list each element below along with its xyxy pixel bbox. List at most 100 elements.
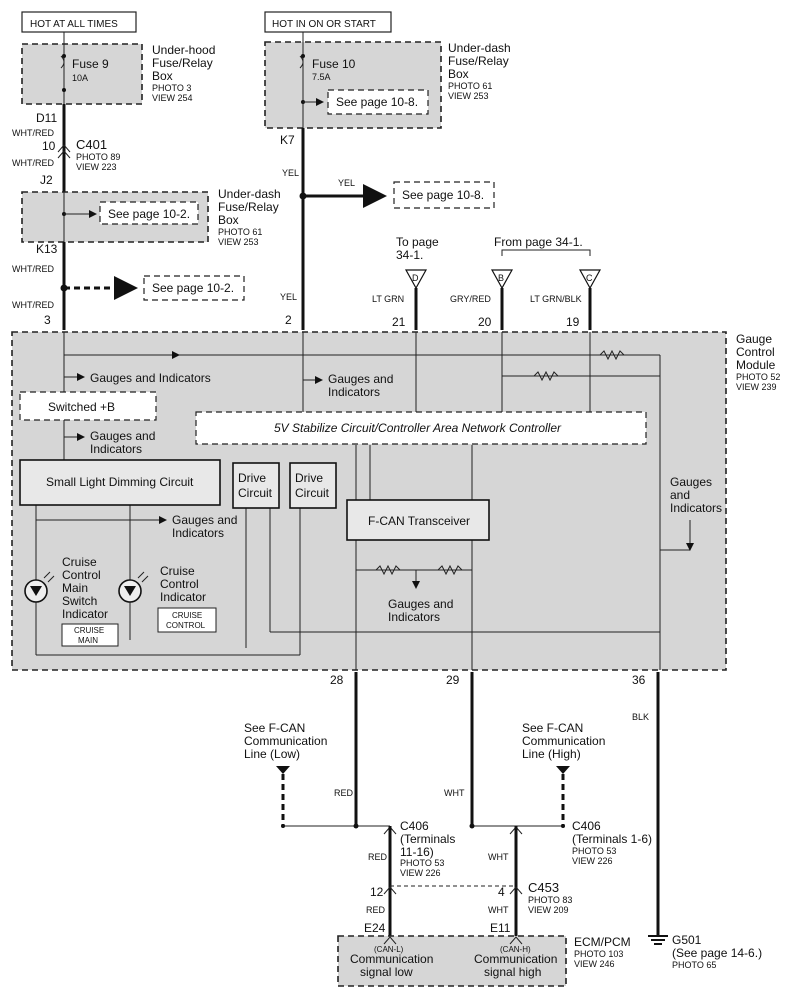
- gcm-title-2: Control: [736, 345, 775, 359]
- gauges-4-line-2: Indicators: [172, 526, 224, 540]
- to-page-line-1: To page: [396, 235, 439, 249]
- fuse9-label: Fuse 9: [72, 57, 109, 71]
- fcan-low-line-2: Communication: [244, 734, 327, 748]
- pin-28: 28: [330, 673, 344, 687]
- wire-gry-red: GRY/RED: [450, 294, 491, 304]
- pin-12: 12: [370, 885, 384, 899]
- wire-wht-3: WHT: [488, 905, 509, 915]
- stabilize-box: [195, 411, 647, 445]
- wire-wht-red-4: WHT/RED: [12, 300, 54, 310]
- cruise-main-line-1: Cruise: [62, 555, 97, 569]
- pin-e24: E24: [364, 921, 386, 935]
- underdash-line-1: Under-dash: [218, 187, 281, 201]
- hot-in-on-label: HOT IN ON OR START: [272, 19, 376, 30]
- pin-21: 21: [392, 315, 406, 329]
- pin-e11: E11: [490, 921, 511, 935]
- fcan-low-line-3: Line (Low): [244, 747, 300, 761]
- connector-d-label: D: [412, 273, 419, 283]
- fcan-high-line-1: See F-CAN: [522, 721, 583, 735]
- fcan-high-line-2: Communication: [522, 734, 605, 748]
- gauges-6-line-3: Indicators: [670, 501, 722, 515]
- stabilize-label: 5V Stabilize Circuit/Controller Area Net…: [274, 421, 562, 435]
- drive-1-line-1: Drive: [238, 471, 266, 485]
- gauges-3-line-2: Indicators: [90, 442, 142, 456]
- underdash-line-2: Fuse/Relay: [218, 200, 279, 214]
- pin-3: 3: [44, 313, 51, 327]
- c406-high-label: C406: [572, 819, 601, 833]
- cruise-ctrl-line-3: Indicator: [160, 590, 206, 604]
- wire-lt-grn: LT GRN: [372, 294, 404, 304]
- cruise-main-badge-2: MAIN: [78, 636, 98, 645]
- underdash-view: VIEW 253: [218, 237, 259, 247]
- resistor-1: [599, 349, 625, 361]
- pin-d11: D11: [36, 111, 57, 125]
- pin-29: 29: [446, 673, 460, 687]
- drive-2-line-1: Drive: [295, 471, 323, 485]
- hot-in-on-box: [264, 11, 392, 33]
- c406-low-view: VIEW 226: [400, 868, 441, 878]
- fuse9-photo: PHOTO 3: [152, 83, 191, 93]
- g501-label: G501: [672, 933, 702, 947]
- ecm-high-line-2: signal high: [484, 965, 541, 979]
- ecm-label: ECM/PCM: [574, 935, 631, 949]
- wire-red-2: RED: [368, 852, 388, 862]
- to-page-line-2: 34-1.: [396, 248, 423, 262]
- dimming-circuit-label: Small Light Dimming Circuit: [46, 475, 194, 489]
- fuse9-box-line-2: Fuse/Relay: [152, 56, 213, 70]
- connector-d-triangle: [404, 269, 428, 290]
- hot-at-all-times-label: HOT AT ALL TIMES: [30, 19, 118, 30]
- c406-low-terms-2: 11-16): [400, 845, 434, 859]
- svg-text:Box: Box: [152, 69, 173, 83]
- wire-wht-1: WHT: [444, 788, 465, 798]
- fuse10-ref: See page 10-8.: [336, 95, 418, 109]
- fuse9-box-line-3: Box: [152, 69, 173, 83]
- hot-at-all-times-box: [21, 11, 137, 33]
- underdash-ref: See page 10-2.: [108, 207, 190, 221]
- switched-b-box: [19, 391, 157, 421]
- fuse10-rating: 7.5A: [312, 72, 331, 82]
- c401-view: VIEW 223: [76, 162, 117, 172]
- fuse10-box-line-2: Fuse/Relay: [448, 54, 509, 68]
- cruise-main-line-2: Control: [62, 568, 101, 582]
- fcan-transceiver-box: [346, 499, 490, 541]
- gcm-title-1: Gauge: [736, 332, 772, 346]
- fcan-low-line-1: See F-CAN: [244, 721, 305, 735]
- fcan-transceiver-label: F-CAN Transceiver: [368, 514, 470, 528]
- can-h-label: (CAN-H): [500, 945, 531, 954]
- cruise-main-line-4: Switch: [62, 594, 97, 608]
- ref-10-8: See page 10-8.: [402, 188, 484, 202]
- pin-36: 36: [632, 673, 646, 687]
- wire-wht-red-1: WHT/RED: [12, 128, 54, 138]
- c406-low-terms-1: (Terminals: [400, 832, 455, 846]
- cruise-main-line-5: Indicator: [62, 607, 108, 621]
- gauges-6-line-2: and: [670, 488, 690, 502]
- g501-ref: (See page 14-6.): [672, 946, 762, 960]
- drive-2-line-2: Circuit: [295, 486, 330, 500]
- wire-lt-grn-blk: LT GRN/BLK: [530, 294, 582, 304]
- wire-wht-2: WHT: [488, 852, 509, 862]
- fuse9-view: VIEW 254: [152, 93, 193, 103]
- c401-label: C401: [76, 137, 107, 152]
- c453-label: C453: [528, 880, 559, 895]
- ecm-low-line-2: signal low: [360, 965, 413, 979]
- gauges-2-line-2: Indicators: [328, 385, 380, 399]
- resistor-4: [437, 564, 463, 576]
- fuse10-box-line-1: Under-dash: [448, 41, 511, 55]
- gauges-1: Gauges and Indicators: [90, 371, 211, 385]
- connector-b-label: B: [498, 273, 504, 283]
- ecm-view: VIEW 246: [574, 959, 615, 969]
- c406-low-label: C406: [400, 819, 429, 833]
- drive-circuit-1: [232, 462, 280, 509]
- cruise-ctrl-badge: [157, 607, 217, 633]
- gauges-5-line-1: Gauges and: [388, 597, 453, 611]
- ecm-pcm-box: [337, 935, 567, 987]
- c406-high-terms: (Terminals 1-6): [572, 832, 652, 846]
- fuse10-view: VIEW 253: [448, 91, 489, 101]
- switched-b-label: Switched +B: [48, 400, 115, 414]
- ecm-low-line-1: Communication: [350, 952, 433, 966]
- underdash-fuse10-box: [264, 41, 442, 129]
- svg-text:Fuse/Relay: Fuse/Relay: [152, 56, 213, 70]
- fuse10-box-line-3: Box: [448, 67, 469, 81]
- cruise-ctrl-badge-1: CRUISE: [172, 611, 202, 620]
- cruise-main-line-3: Main: [62, 581, 88, 595]
